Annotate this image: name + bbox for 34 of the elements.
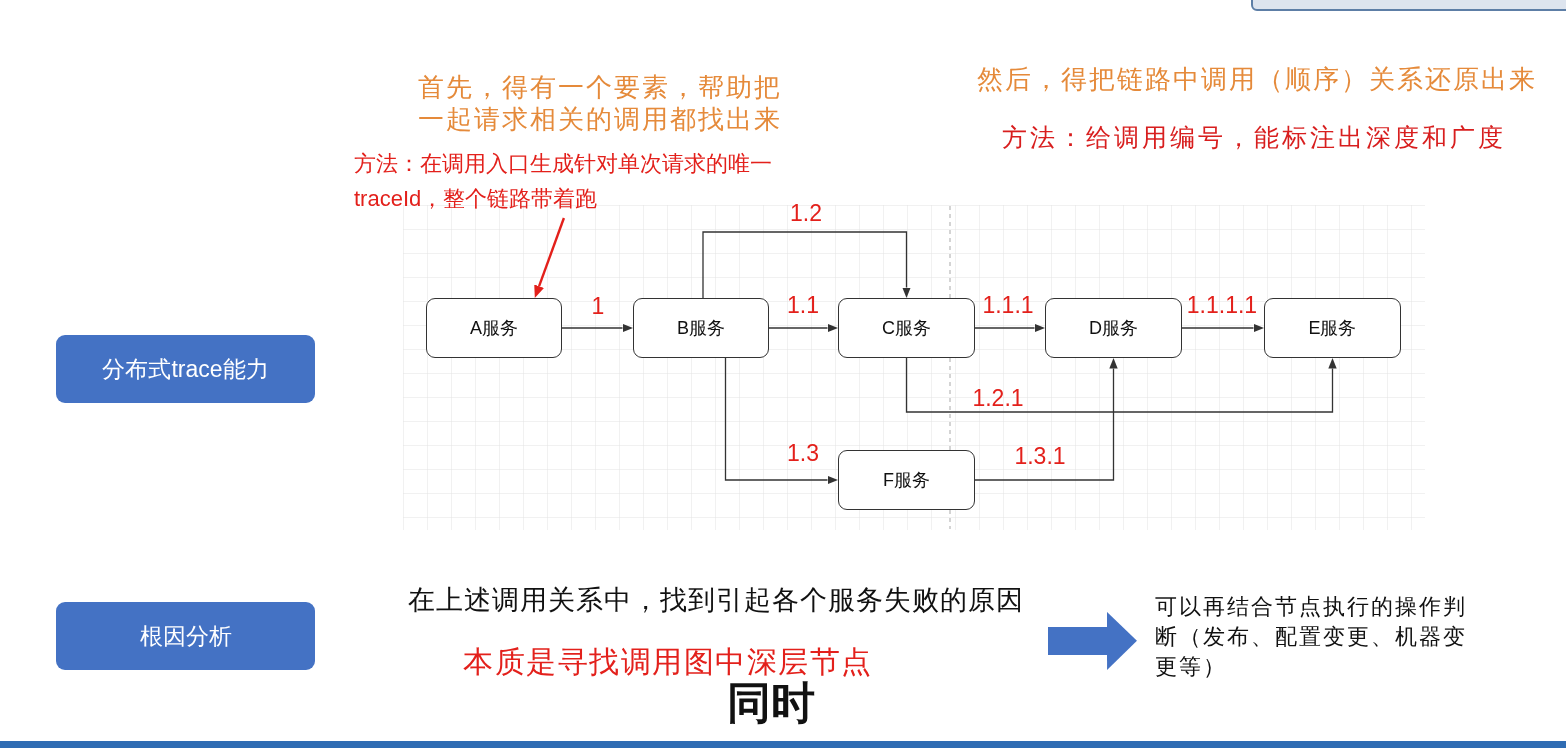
service-box: D服务 xyxy=(1045,298,1182,358)
arrow xyxy=(768,323,838,333)
service-box: C服务 xyxy=(838,298,975,358)
heading-text: 然后，得把链路中调用（顺序）关系还原出来 xyxy=(977,63,1537,95)
edge-label: 1 xyxy=(591,293,605,319)
edge-label: 1.1 xyxy=(787,292,819,318)
caption-text: 同时 xyxy=(727,677,815,729)
arrow xyxy=(1181,323,1264,333)
annotation-text: 方法：在调用入口生成针对单次请求的唯一traceId，整个链路带着跑 xyxy=(352,146,788,218)
edge-label: 1.3.1 xyxy=(1014,443,1066,469)
arrow xyxy=(534,217,566,298)
service-box: F服务 xyxy=(838,450,975,510)
topic-box: 分布式trace能力 xyxy=(56,335,315,403)
arrow xyxy=(724,357,838,485)
topic-box: 根因分析 xyxy=(56,602,315,670)
edge-label: 1.3 xyxy=(787,440,819,466)
block-arrow xyxy=(1048,611,1137,670)
arrow xyxy=(702,231,911,299)
method-text: 方法：给调用编号，能标注出深度和广度 xyxy=(1002,122,1506,153)
arrow xyxy=(974,323,1045,333)
body-text: 在上述调用关系中，找到引起各个服务失败的原因 xyxy=(408,584,1025,617)
edge-label: 1.2 xyxy=(790,200,822,226)
highlight-text: 本质是寻找调用图中深层节点 xyxy=(463,644,874,680)
edge-label: 1.1.1 xyxy=(982,292,1034,318)
heading-text: 首先，得有一个要素，帮助把一起请求相关的调用都找出来 xyxy=(417,71,783,135)
arrow xyxy=(905,357,1337,413)
service-box: A服务 xyxy=(426,298,562,358)
service-box: B服务 xyxy=(633,298,769,358)
edge-label: 1.2.1 xyxy=(972,385,1024,411)
edge-label: 1.1.1.1 xyxy=(1186,292,1258,318)
arrow xyxy=(561,323,633,333)
arrow xyxy=(974,358,1118,481)
service-box: E服务 xyxy=(1264,298,1401,358)
note-text: 可以再结合节点执行的操作判断（发布、配置变更、机器变更等） xyxy=(1137,590,1482,686)
